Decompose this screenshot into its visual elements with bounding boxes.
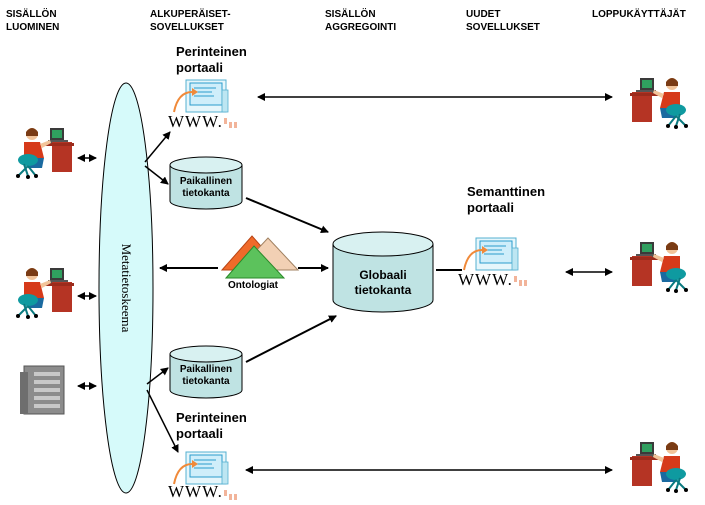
header-content-creation: SISÄLLÖN LUOMINEN [6, 9, 60, 33]
local-db-bottom-label: Paikallinen tietokanta [179, 364, 233, 387]
local-db-top-label: Paikallinen tietokanta [179, 176, 233, 199]
server-icon [20, 365, 65, 415]
arrow-schema-localdb-bottom [146, 367, 169, 385]
content-creator-1-icon [15, 127, 75, 180]
arrow-schema-portal-top [144, 131, 171, 163]
portal-bottom-label: Perinteinen portaali [176, 410, 247, 441]
global-db-label: Globaali tietokanta [354, 268, 412, 297]
portal-top-www-text: WWW. [168, 112, 223, 131]
arrow-localdb-top-global [245, 197, 329, 234]
arrow-schema-portal-bottom [146, 389, 179, 453]
header-new-apps: UUDET SOVELLUKSET [466, 9, 540, 33]
portal-bottom-www-text: WWW. [168, 482, 223, 501]
ontologies-label: Ontologiat [228, 280, 278, 291]
portal-top-label: Perinteinen portaali [176, 44, 247, 75]
header-original-apps: ALKUPERÄISET- SOVELLUKSET [150, 9, 231, 33]
content-creator-2-icon [15, 267, 75, 320]
metadata-schema-ellipse [98, 82, 154, 494]
end-user-1-icon [629, 77, 689, 130]
semantic-portal-www-text: WWW. [458, 270, 513, 289]
ontologies-triangles-icon [220, 235, 300, 279]
arrow-localdb-bottom-global [245, 315, 337, 363]
end-user-3-icon [629, 441, 689, 494]
semantic-portal-label: Semanttinen portaali [467, 184, 546, 215]
end-user-2-icon [629, 241, 689, 294]
header-end-users: LOPPUKÄYTTÄJÄT [592, 9, 686, 20]
global-db-cylinder [332, 231, 434, 313]
metadata-schema-label: Metatietoskeema [119, 243, 134, 333]
arrow-schema-localdb-top [144, 165, 169, 185]
header-content-aggregation: SISÄLLÖN AGGREGOINTI [325, 9, 397, 33]
